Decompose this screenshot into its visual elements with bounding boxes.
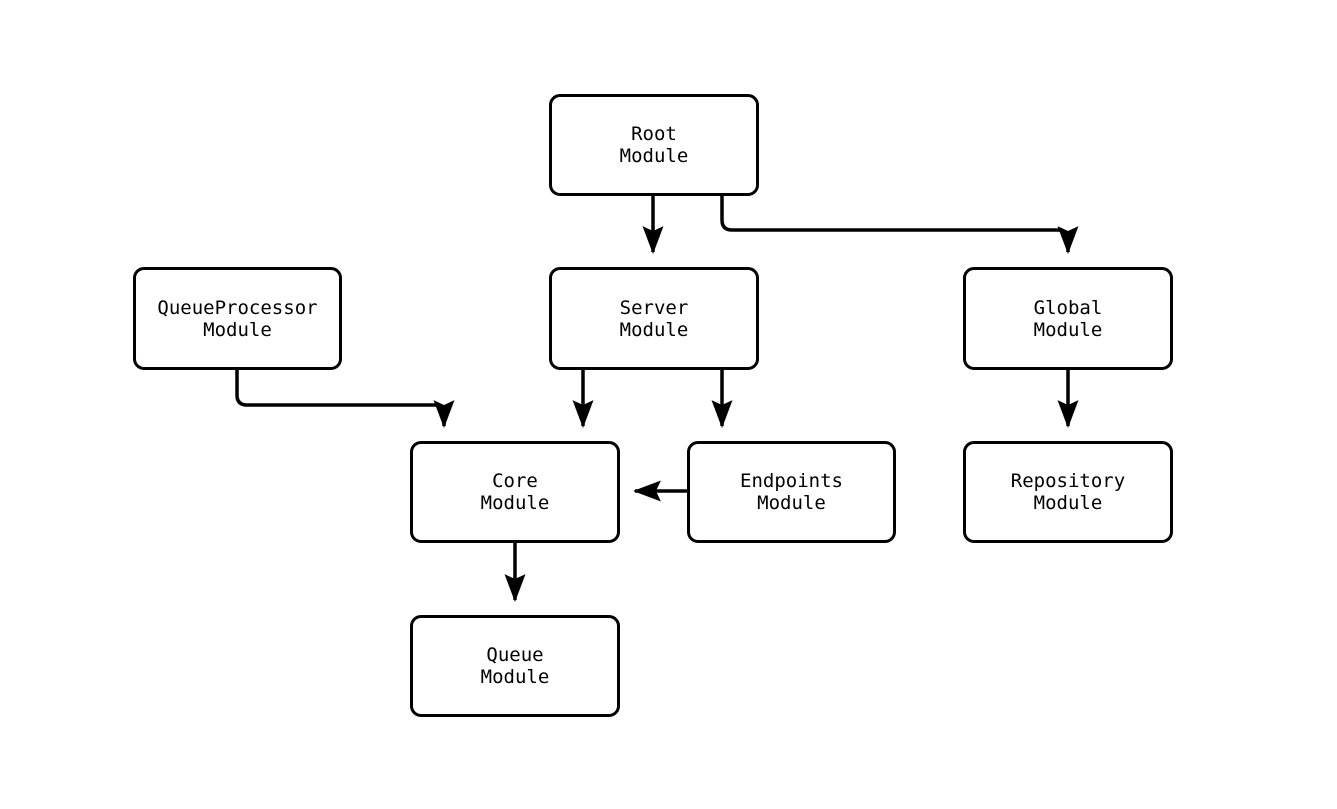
- node-server-module-line1: Server: [619, 296, 689, 319]
- edge-root-to-global: [720, 196, 1079, 255]
- node-server-module-line2: Module: [619, 318, 689, 341]
- node-root-module-line2: Module: [619, 145, 689, 167]
- node-endpoints-module-line1: Endpoints: [740, 470, 843, 492]
- node-queue-module[interactable]: Queue Module: [410, 615, 620, 717]
- node-queueprocessor-module[interactable]: QueueProcessor Module: [133, 267, 342, 370]
- node-endpoints-module[interactable]: Endpoints Module: [687, 441, 896, 543]
- node-queueprocessor-module-line2: Module: [203, 318, 272, 341]
- node-global-module[interactable]: Global Module: [963, 267, 1173, 370]
- node-core-module-line2: Module: [480, 492, 550, 514]
- node-queue-module-line2: Module: [480, 666, 550, 688]
- node-repository-module-line2: Module: [1033, 492, 1103, 514]
- node-queue-module-line1: Queue: [486, 644, 544, 666]
- node-global-module-line1: Global: [1033, 296, 1103, 319]
- node-repository-module[interactable]: Repository Module: [963, 441, 1173, 543]
- node-root-module[interactable]: Root Module: [549, 94, 759, 196]
- edge-queueprocessor-to-core: [235, 370, 455, 429]
- node-server-module[interactable]: Server Module: [549, 267, 759, 370]
- node-queueprocessor-module-line1: QueueProcessor: [157, 296, 318, 319]
- node-repository-module-line1: Repository: [1010, 470, 1126, 492]
- node-root-module-line1: Root: [631, 123, 677, 145]
- node-global-module-line2: Module: [1033, 318, 1103, 341]
- node-core-module[interactable]: Core Module: [410, 441, 620, 543]
- node-endpoints-module-line2: Module: [757, 492, 826, 514]
- node-core-module-line1: Core: [492, 470, 538, 492]
